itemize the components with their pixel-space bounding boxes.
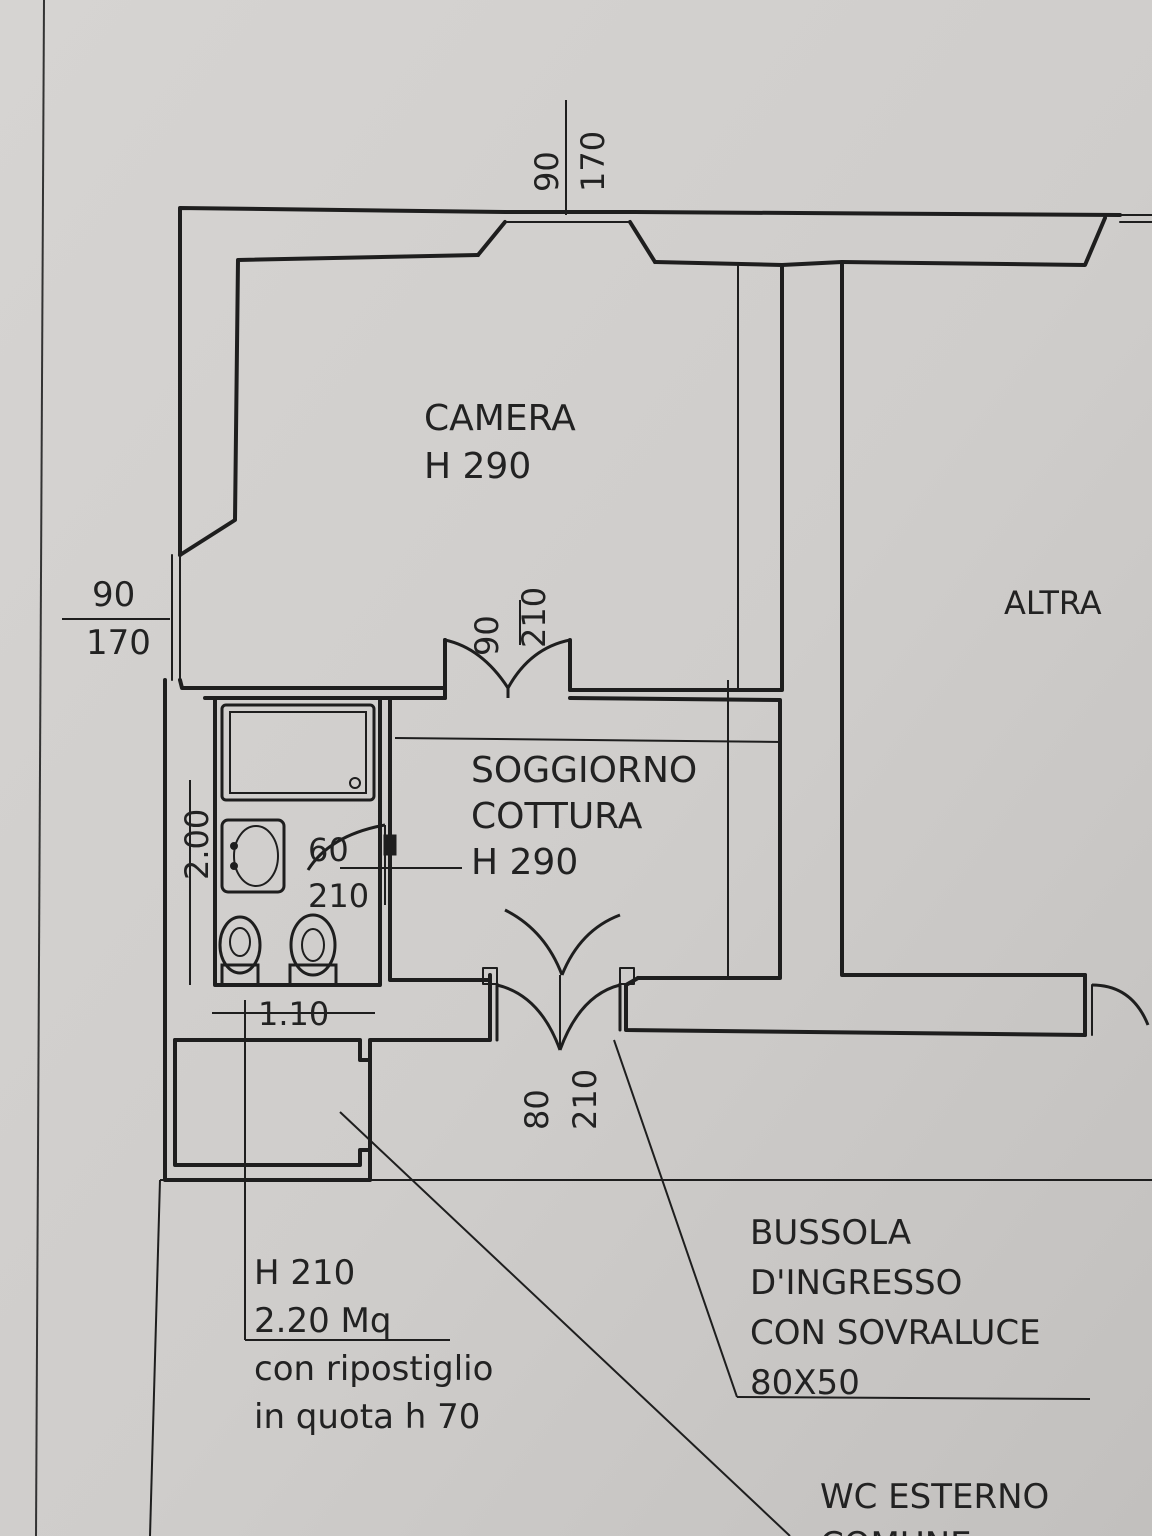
bussola-note-line: D'INGRESSO	[750, 1263, 962, 1303]
bath-note-line: H 210	[254, 1253, 355, 1293]
door-altra	[1091, 983, 1150, 1026]
toilet-fixture	[218, 915, 262, 987]
soggiorno-height: H 290	[471, 842, 578, 883]
door-camera-width: 90	[468, 615, 506, 656]
top-window-width: 90	[528, 151, 566, 192]
bussola-note-line: BUSSOLA	[750, 1213, 911, 1253]
door-entrance-height: 210	[566, 1069, 604, 1130]
bidet-fixture	[288, 913, 338, 987]
bussola-note: BUSSOLA D'INGRESSO CON SOVRALUCE 80X50	[750, 1213, 1041, 1403]
door-bath-height: 210	[308, 877, 369, 915]
door-camera	[444, 638, 571, 698]
bath-width-dimension: 1.10	[258, 995, 329, 1033]
sheet-border-left	[35, 0, 45, 1536]
door-bath	[306, 823, 397, 905]
bussola-note-line: 80X50	[750, 1363, 860, 1403]
left-window-width: 90	[92, 575, 135, 615]
wc-note: WC ESTERNO COMUNE	[820, 1477, 1049, 1536]
wc-note-line: WC ESTERNO	[820, 1477, 1049, 1517]
wc-note-line: COMUNE	[820, 1525, 972, 1536]
altra-label: ALTRA	[1004, 584, 1102, 622]
bathtub-fixture	[220, 703, 376, 802]
bath-note-line: in quota h 70	[254, 1397, 480, 1437]
soggiorno-label: SOGGIORNO	[471, 750, 697, 791]
door-entrance-width: 80	[518, 1089, 556, 1130]
bath-note-line: con ripostiglio	[254, 1349, 493, 1389]
door-bath-width: 60	[308, 831, 349, 869]
camera-height: H 290	[424, 446, 531, 487]
dimension-lines	[62, 100, 1152, 1536]
bath-note: H 210 2.20 Mq con ripostiglio in quota h…	[254, 1253, 493, 1437]
sink-fixture	[220, 818, 286, 894]
door-camera-height: 210	[515, 587, 553, 648]
bath-length-dimension: 2.00	[178, 809, 216, 880]
camera-label: CAMERA	[424, 398, 576, 439]
cottura-label: COTTURA	[471, 796, 643, 837]
door-entrance	[496, 908, 621, 1051]
bussola-note-line: CON SOVRALUCE	[750, 1313, 1041, 1353]
bath-note-line: 2.20 Mq	[254, 1301, 391, 1341]
left-window-height: 170	[86, 623, 151, 663]
top-window-height: 170	[574, 131, 612, 192]
